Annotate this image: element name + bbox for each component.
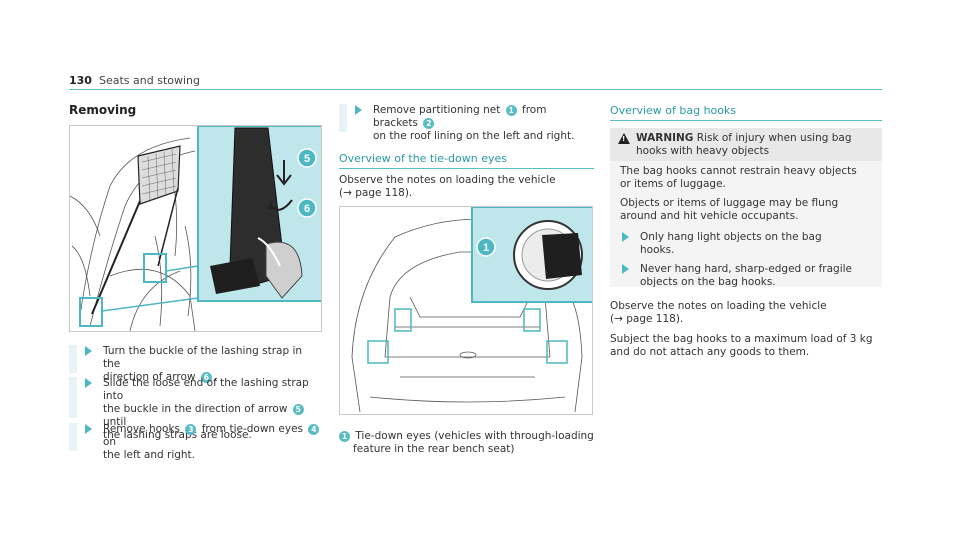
step-text: the left and right. [103,449,196,461]
page-number: 130 [69,74,92,87]
caption-text: feature in the rear bench seat) [353,443,515,455]
page-header: 130 Seats and stowing [69,72,882,90]
note-text: Observe the notes on loading the vehicle [610,300,827,312]
note-text: Observe the notes on loading the vehicle [339,174,556,186]
figure-tie-down-eyes: 1 [339,206,593,415]
step-text: from brackets [373,104,547,129]
section-heading-removing: Removing [69,103,137,117]
figure-removing-net: 5 6 [69,125,322,332]
warning-title: hooks with heavy objects [636,145,770,157]
callout-number: 3 [185,424,197,435]
arrow-right-icon [355,105,362,115]
callout-box [523,308,541,332]
arrow-right-icon [85,378,92,388]
section-heading-tie-down-eyes: Overview of the tie-down eyes [339,152,594,169]
step-text: hooks. [640,244,675,256]
callout-number: 5 [292,404,304,415]
arrow-right-icon [85,346,92,356]
step-remove-net: Remove partitioning net 1 from brackets … [339,104,594,142]
arrow-right-icon [85,424,92,434]
note-text: and do not attach any goods to them. [610,346,810,358]
callout-box [367,340,389,364]
interior-illustration: 5 6 [70,126,321,331]
load-limit-note: Subject the bag hooks to a maximum load … [610,333,882,359]
page-reference: (→ page 118). [610,313,684,325]
callout-box [394,308,412,332]
callout-1: 1 [483,242,489,254]
step-text: Remove partitioning net [373,104,501,116]
trunk-illustration: 1 [340,207,592,414]
callout-5: 5 [304,153,310,165]
step-text: direction of arrow [103,371,196,383]
step-text: Never hang hard, sharp-edged or fragile [640,263,853,275]
callout-number: 1 [339,431,350,442]
arrow-right-icon [622,232,629,242]
step-text: Only hang light objects on the bag [640,231,822,243]
warning-label: WARNING [636,132,694,144]
warning-step: Never hang hard, sharp-edged or fragile … [610,263,870,291]
callout-number: 4 [308,424,320,435]
callout-number: 6 [200,372,212,383]
warning-text: or items of luggage. [620,178,726,190]
caption-text: Tie-down eyes (vehicles with through-loa… [355,430,594,442]
step-text: on the roof lining on the left and right… [373,130,575,142]
warning-title: Risk of injury when using bag [696,132,852,144]
callout-box [143,253,167,283]
callout-box [546,340,568,364]
page-title: Seats and stowing [99,74,201,87]
step-text: from tie-down eyes [201,423,304,435]
warning-text: Objects or items of luggage may be flung [620,197,839,209]
observe-note: Observe the notes on loading the vehicle… [610,300,882,326]
observe-note: Observe the notes on loading the vehicle… [339,174,594,200]
section-heading-bag-hooks: Overview of bag hooks [610,104,882,121]
figure-caption: 1 Tie-down eyes (vehicles with through-l… [339,430,594,456]
note-text: Subject the bag hooks to a maximum load … [610,333,873,345]
step-text: until [103,416,127,428]
step-text: the buckle in the direction of arrow [103,403,288,415]
warning-triangle-icon: ! [618,133,630,144]
warning-text: around and hit vehicle occupants. [620,210,799,222]
step-text: Turn the buckle of the lashing strap in … [103,345,303,370]
step-text: objects on the bag hooks. [640,276,776,288]
step-text: on [103,436,117,448]
step-slide-end: Slide the loose end of the lashing strap… [69,377,322,441]
step-turn-buckle: Turn the buckle of the lashing strap in … [69,345,322,383]
arrow-right-icon [622,264,629,274]
page-reference: (→ page 118). [339,187,413,199]
callout-box [79,297,103,327]
warning-box: ! WARNING Risk of injury when using bag … [610,128,882,288]
step-text: Slide the loose end of the lashing strap… [103,377,309,402]
step-text: . [213,371,218,383]
step-text: the lashing straps are loose. [103,429,252,441]
step-text: Remove hooks [103,423,181,435]
callout-6: 6 [304,203,310,215]
warning-step: Only hang light objects on the bag hooks… [610,231,870,259]
warning-text: The bag hooks cannot restrain heavy obje… [620,165,857,177]
step-remove-hooks: Remove hooks 3 from tie-down eyes 4 on t… [69,423,322,461]
callout-number: 2 [423,118,435,129]
callout-number: 1 [505,105,517,116]
